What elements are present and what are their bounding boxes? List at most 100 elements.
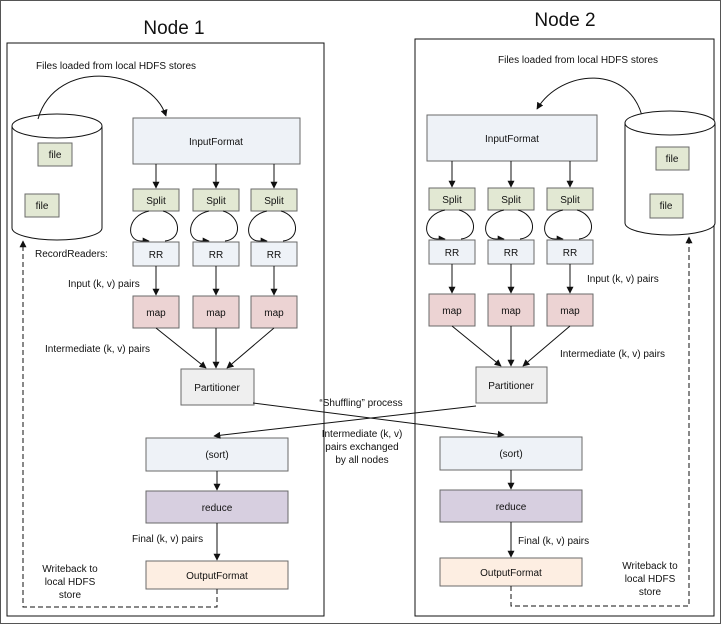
node-1-split-1 [132,188,180,212]
node-1-loop-2b [222,210,238,242]
node-2-split-3 [546,187,594,211]
node-2-split-1-label: Split [442,195,462,206]
node-2-file-2 [649,193,684,219]
node-2-intermediate-label: Intermediate (k, v) pairs [560,349,665,360]
node-1-rr-2-label: RR [209,250,223,261]
node-2-split-2 [487,187,535,211]
node-2-loop-3 [544,209,564,243]
node-1-sort-label: (sort) [205,450,228,461]
node-2-split-2-label: Split [501,195,521,206]
node-1-writeback-line-2: local HDFS [45,577,96,588]
node-2-input-format [426,114,598,162]
node-1-file-2 [24,193,60,218]
node-1-rr-1 [132,241,180,267]
node-1-file-1 [37,142,73,167]
node-2-loop-2 [485,209,505,243]
shuffle-arrow-node2-to-node1 [213,405,477,439]
node-2-rr-2-label: RR [504,248,518,259]
shuffle-title: “Shuffling” process [319,398,402,409]
node-2-writeback-line-3: store [639,587,662,598]
node-2-reduce-label: reduce [496,502,527,513]
node-2-file-2-label: file [660,201,673,212]
node-1-map-2 [192,295,240,329]
node-1-writeback-arrow [19,240,218,608]
node-1-frame [6,42,325,617]
node-1-reduce-label: reduce [202,503,233,514]
node-1-split-3-label: Split [264,196,284,207]
node-1-loop-1b [162,210,178,242]
node-2-rr-1-label: RR [445,248,459,259]
node-2-output-format-label: OutputFormat [480,568,542,579]
node-2-map-part-arrow-3 [522,325,571,367]
node-1-load-arrow [37,75,168,120]
node-1-input-format [132,117,301,165]
node-2-hdfs-store-icon [624,110,716,236]
node-1-input-format-label: InputFormat [189,137,243,148]
node-1-loop-2 [190,210,210,245]
node-2-rr-3-label: RR [563,248,577,259]
node-2-partitioner-label: Partitioner [488,381,534,392]
node-2-file-1-label: file [666,154,679,165]
node-1-split-2 [192,188,240,212]
node-2-rr-1 [428,239,476,265]
node-1-loop-3b [280,210,296,242]
node-2-input-format-label: InputFormat [485,134,539,145]
node-1-rr-2 [192,241,240,267]
shuffle-arrow-node1-to-node2 [252,402,505,438]
node-2-loop-3b [576,209,592,240]
node-2-loop-1 [426,209,446,243]
node-2-writeback-line-1: Writeback to [622,561,678,572]
node-2-writeback-line-2: local HDFS [625,574,676,585]
node-2-writeback-arrow [510,236,693,607]
node-1-map-1-label: map [146,308,166,319]
node-1-input-pairs-label: Input (k, v) pairs [68,279,140,290]
node-2-split-3-label: Split [560,195,580,206]
node-1-writeback-line-1: Writeback to [42,564,98,575]
node-1-split-1-label: Split [146,196,166,207]
node-1-output-format-label: OutputFormat [186,571,248,582]
node-2-final-label: Final (k, v) pairs [518,536,589,547]
node-1-rr-3-label: RR [267,250,281,261]
node-1-writeback-line-3: store [59,590,82,601]
node-1-map-1 [132,295,180,329]
node-1-partitioner-label: Partitioner [194,383,240,394]
node-2-files-loaded-label: Files loaded from local HDFS stores [498,55,658,66]
node-1-reduce [145,490,289,524]
node-2-map-3-label: map [560,306,580,317]
node-1-sort [145,437,289,472]
node-1: Node 1 Files loaded from local HDFS stor… [6,18,325,617]
node-2-reduce [439,489,583,523]
node-1-rr-1-label: RR [149,250,163,261]
node-1-split-3 [250,188,298,212]
shuffle-desc-line-3: by all nodes [335,455,388,466]
node-1-loop-3 [248,210,268,245]
node-1-loop-1 [130,210,150,245]
node-2-partitioner [475,366,548,404]
node-1-record-readers-label: RecordReaders: [35,249,108,260]
node-1-map-part-arrow-3 [226,327,275,369]
node-1-map-3 [250,295,298,329]
node-1-file-2-label: file [36,201,49,212]
node-1-map-2-label: map [206,308,226,319]
node-2-input-pairs-label: Input (k, v) pairs [587,274,659,285]
node-2: Node 2 Files loaded from local HDFS stor… [414,10,716,617]
shuffle-desc-line-2: pairs exchanged [325,442,398,453]
node-2-rr-2 [487,239,535,265]
node-1-file-1-label: file [49,150,62,161]
node-2-split-1 [428,187,476,211]
node-2-loop-1b [458,209,474,240]
node-1-hdfs-store-icon [11,113,103,241]
shuffle-section: “Shuffling” process Intermediate (k, v) … [213,398,505,466]
node-1-intermediate-label: Intermediate (k, v) pairs [45,344,150,355]
node-2-title: Node 2 [534,10,595,31]
node-1-files-loaded-label: Files loaded from local HDFS stores [36,61,196,72]
node-1-split-2-label: Split [206,196,226,207]
node-2-rr-3 [546,239,594,265]
node-1-map-part-arrow-1 [155,327,207,369]
node-1-title: Node 1 [143,18,204,39]
node-1-map-3-label: map [264,308,284,319]
node-1-output-format [145,560,289,590]
node-2-sort-label: (sort) [499,449,522,460]
